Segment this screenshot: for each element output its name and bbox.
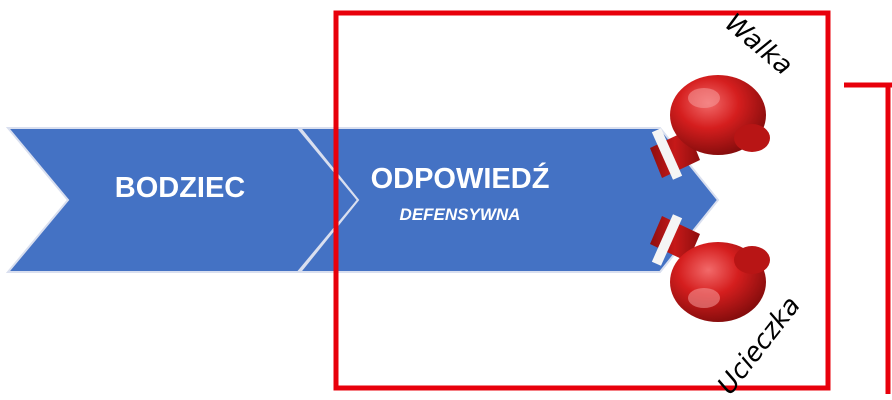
partial-frame-right: [844, 82, 892, 394]
response-title: ODPOWIEDŹ: [370, 163, 550, 195]
highlight-frame: [333, 10, 831, 391]
chevron-stimulus: [5, 127, 360, 273]
boxing-glove-icon: [650, 214, 770, 322]
boxing-glove-icon: [650, 75, 770, 180]
stimulus-label: BODZIEC: [114, 172, 246, 204]
chevron-response: [297, 127, 720, 273]
response-subtitle: DEFENSYWNA: [399, 205, 521, 224]
